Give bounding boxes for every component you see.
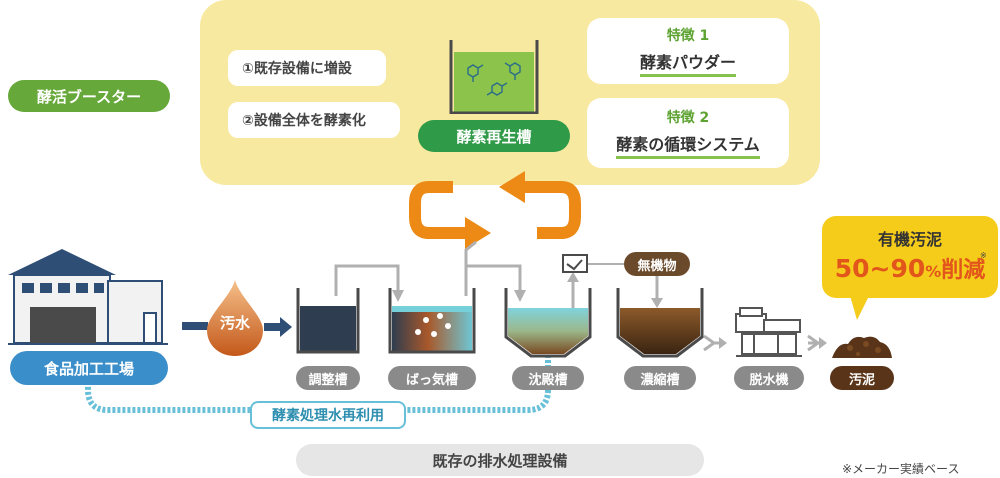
wastewater-label: 汚水: [219, 314, 250, 332]
booster-label: 酵活ブースター: [8, 80, 170, 112]
factory-label: 食品加工工場: [10, 351, 168, 385]
enzyme-molecules-icon: [467, 62, 521, 96]
footnote: ※メーカー実績ベース: [842, 462, 960, 476]
flow-arrow-to-adjust: [264, 317, 292, 337]
sludge-pile-icon: [832, 336, 892, 358]
inorganic-connector: [588, 263, 624, 265]
adjustment-tank-graphic: [296, 288, 360, 354]
callout-note-mark: ※: [980, 251, 987, 260]
regen-tank-graphic: [449, 40, 539, 114]
sedimentation-tank-label: 沈殿槽: [512, 366, 584, 390]
callout-value-row: 50~90%削減: [822, 252, 998, 284]
wastewater-drop-icon: [207, 280, 263, 356]
circulation-arrows-icon: [409, 171, 581, 249]
inorganic-outlet-icon: [562, 254, 588, 273]
dehydrator-label: 脱水機: [734, 366, 804, 390]
existing-facility-label: 既存の排水処理設備: [296, 444, 704, 476]
sludge-reduction-callout: 有機汚泥 50~90%削減: [822, 216, 998, 298]
flow-arrow-to-drop: [182, 322, 208, 330]
feature-2-title: 特徴 2: [666, 110, 710, 126]
inorganic-label: 無機物: [624, 252, 690, 276]
sludge-label: 汚泥: [830, 366, 894, 390]
reuse-water-label: 酵素処理水再利用: [250, 401, 406, 429]
reduction-unit: %: [925, 262, 942, 281]
feature-2-card: 特徴 2 酵素の循環システム: [587, 98, 789, 168]
callout-pointer: [849, 292, 871, 320]
aeration-tank-graphic: [388, 288, 476, 354]
feature-2-body: 酵素の循環システム: [616, 131, 760, 159]
regen-tank-liquid: [454, 52, 534, 112]
adjustment-tank-label: 調整槽: [296, 366, 360, 390]
reduction-range: 50~90: [834, 254, 926, 283]
reduction-suffix: 削減: [941, 258, 986, 283]
dehydrator-icon: [735, 307, 802, 357]
thickening-tank-label: 濃縮槽: [624, 366, 696, 390]
regen-tank-label: 酵素再生槽: [418, 120, 570, 152]
note-enzymize: ②設備全体を酵素化: [228, 102, 400, 138]
thickening-tank-graphic: [616, 288, 704, 358]
aeration-tank-label: ばっ気槽: [388, 366, 476, 390]
pipe-adjust-aeration: [334, 264, 400, 296]
note-install: ①既存設備に増設: [228, 50, 386, 86]
factory-icon: [8, 249, 168, 345]
regen-tank-walls: [449, 40, 539, 114]
sedimentation-tank-graphic: [504, 288, 592, 358]
feature-1-body: 酵素パウダー: [639, 49, 736, 77]
feature-1-card: 特徴 1 酵素パウダー: [587, 18, 789, 84]
feature-1-title: 特徴 1: [666, 28, 710, 44]
callout-title: 有機汚泥: [877, 230, 942, 249]
